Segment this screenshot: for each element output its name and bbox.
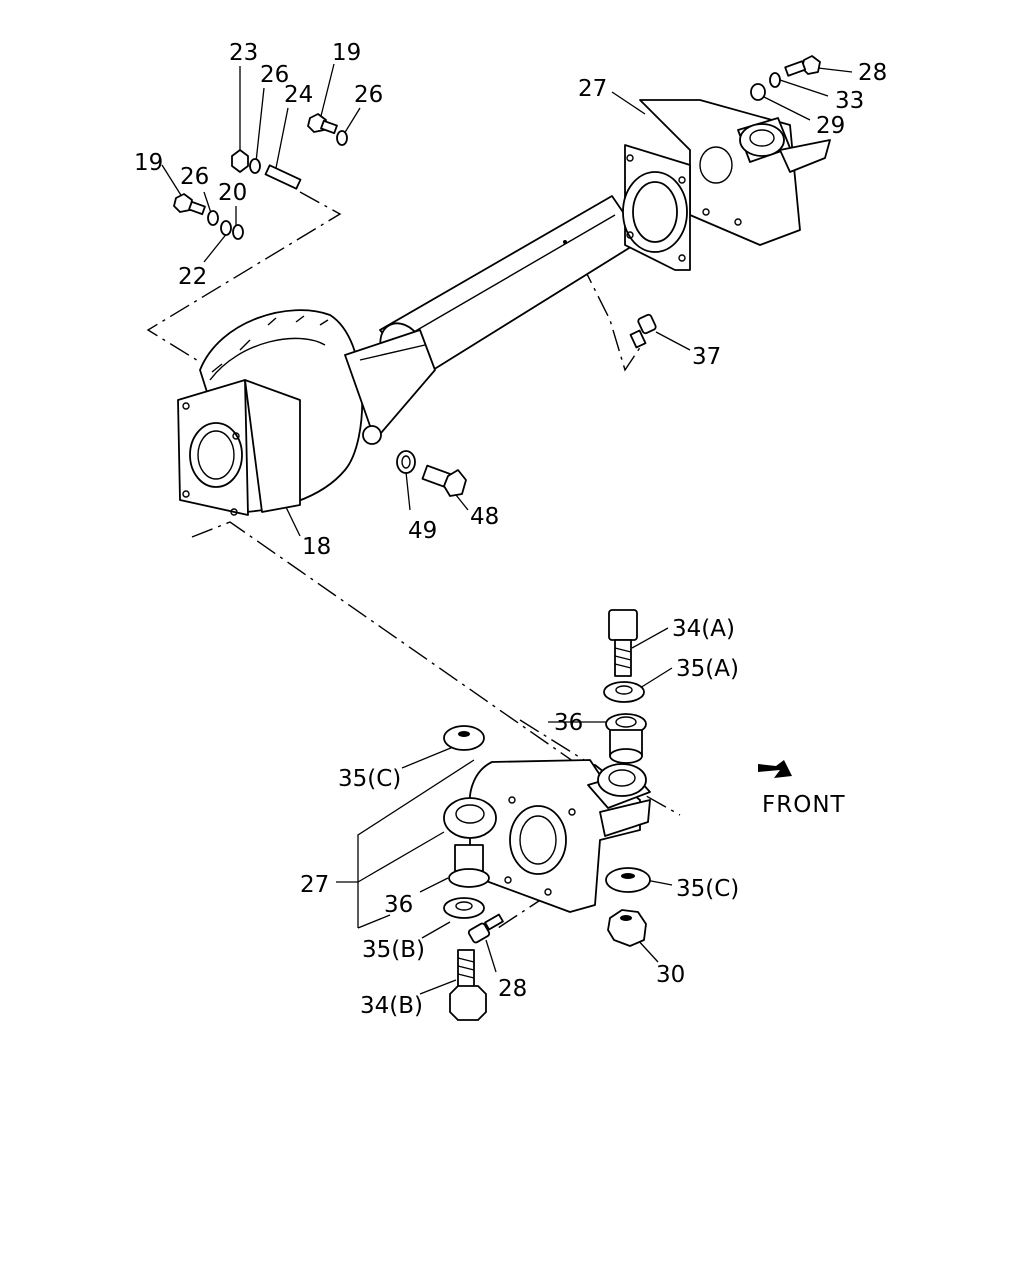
front-label: FRONT [762, 792, 846, 818]
upper-bracket [622, 99, 831, 271]
callout-26: 26 [180, 164, 209, 190]
callout-22: 22 [178, 264, 207, 290]
callout-34b: 34(B) [360, 993, 423, 1019]
callout-48: 48 [470, 504, 499, 530]
breather-and-plug [396, 313, 657, 497]
callout-34a: 34(A) [672, 616, 735, 642]
callout-26: 26 [260, 62, 289, 88]
callout-35c: 35(C) [338, 766, 401, 792]
callout-18: 18 [302, 534, 331, 560]
callout-27: 27 [578, 76, 607, 102]
callout-labels: 23 26 24 19 26 19 26 20 22 27 28 33 29 3… [134, 40, 887, 1019]
lower-bracket [443, 759, 651, 913]
callout-33: 33 [835, 88, 864, 114]
callout-29: 29 [816, 113, 845, 139]
callout-30: 30 [656, 962, 685, 988]
callout-35a: 35(A) [676, 656, 739, 682]
callout-49: 49 [408, 518, 437, 544]
lower-fasteners [443, 609, 651, 1021]
callout-27: 27 [300, 872, 329, 898]
fasteners-top-right [750, 55, 821, 101]
callout-35b: 35(B) [362, 937, 425, 963]
front-arrow-icon [758, 760, 792, 778]
callout-26: 26 [354, 82, 383, 108]
callout-35c: 35(C) [676, 876, 739, 902]
callout-36: 36 [554, 710, 583, 736]
callout-19: 19 [134, 150, 163, 176]
callout-19: 19 [332, 40, 361, 66]
callout-24: 24 [284, 82, 313, 108]
callout-36: 36 [384, 892, 413, 918]
callout-28: 28 [858, 60, 887, 86]
callout-23: 23 [229, 40, 258, 66]
leader-lines [161, 63, 853, 995]
callout-20: 20 [218, 180, 247, 206]
fasteners-top-left [173, 113, 348, 240]
callout-37: 37 [692, 344, 721, 370]
callout-28: 28 [498, 976, 527, 1002]
differential-housing [177, 309, 436, 516]
